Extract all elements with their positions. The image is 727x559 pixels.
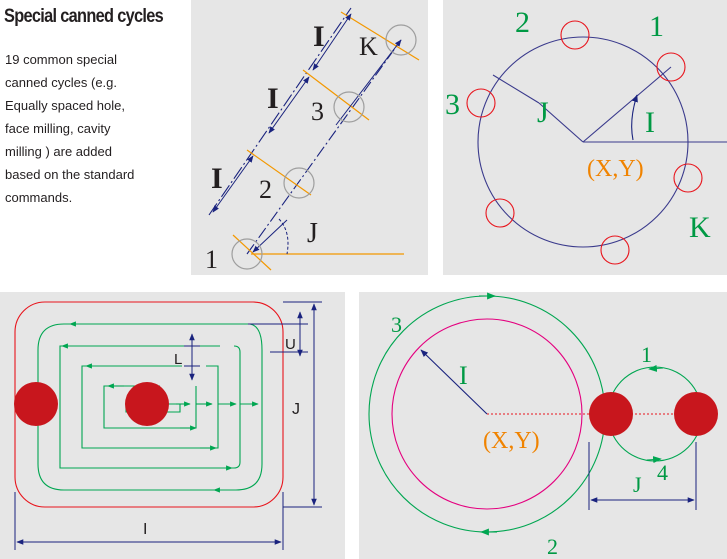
extension-line (302, 69, 370, 121)
description-line: milling ) are added (5, 144, 112, 159)
tool-retract (674, 392, 718, 436)
radius-arrow (420, 349, 488, 415)
label-i: I (459, 361, 468, 390)
hole-1 (231, 238, 263, 270)
pitch-arrow (268, 76, 310, 134)
angle-arrow (631, 94, 638, 141)
description-line: face milling, cavity (5, 121, 111, 136)
label-center: (X,Y) (483, 428, 540, 454)
angle-arc (278, 218, 289, 255)
label-u: U (285, 336, 296, 353)
radius-line-to-hole (492, 74, 540, 104)
hole-2 (560, 20, 590, 50)
direction-arrow (646, 456, 662, 464)
hole-4 (485, 198, 515, 228)
label-k: K (359, 32, 378, 61)
label-i-top: I (313, 20, 325, 53)
label-i: I (645, 106, 655, 139)
description-line: commands. (5, 190, 73, 205)
circle-milling-panel: 3 I (X,Y) 1 4 J 2 (359, 292, 727, 559)
tool-start (589, 392, 633, 436)
description-line: canned cycles (e.g. (5, 75, 118, 90)
label-i-bottom: I (211, 162, 223, 195)
hole-2 (283, 167, 315, 199)
tool-path-ring (81, 365, 219, 449)
start-angle-line (582, 66, 672, 143)
description: 19 common special canned cycles (e.g. Eq… (5, 48, 185, 209)
label-hole-2: 2 (515, 6, 530, 39)
line-pattern-diagram: I I I K 3 2 1 J (205, 7, 420, 274)
label-j: J (633, 472, 642, 497)
j-arrow (252, 219, 288, 253)
label-path-2: 2 (547, 534, 558, 559)
label-hole-1: 1 (205, 245, 218, 274)
label-hole-2: 2 (259, 175, 272, 204)
circle-pattern-panel: 1 2 3 J I (X,Y) K (443, 0, 727, 275)
pocket-panel: L U J I (0, 292, 345, 559)
extension-line (340, 11, 420, 61)
pocket-diagram: L U J I (14, 301, 322, 550)
pitch-arrow (312, 13, 352, 71)
intro-section: Special canned cycles 19 common special … (0, 0, 190, 275)
label-i: I (143, 521, 147, 538)
line-pattern-panel: I I I K 3 2 1 J (191, 0, 428, 275)
label-path-4: 4 (657, 460, 668, 485)
tool-entry-left (14, 382, 58, 426)
radius-line (538, 102, 584, 143)
direction-arrow (648, 364, 664, 372)
description-line: 19 common special (5, 52, 117, 67)
finished-circle (391, 318, 583, 510)
hole-6 (673, 163, 703, 193)
label-j: J (537, 96, 549, 129)
tool-center (125, 382, 169, 426)
label-hole-3: 3 (311, 97, 324, 126)
label-path-3: 3 (391, 312, 402, 337)
hole-3 (333, 91, 365, 123)
label-j: J (307, 218, 318, 249)
tool-path-ring (37, 323, 263, 491)
hole-center-line (246, 39, 402, 255)
circle-milling-diagram: 3 I (X,Y) 1 4 J 2 (368, 292, 718, 559)
label-l: L (174, 351, 182, 368)
tool-path-ring (59, 345, 241, 469)
pitch-dimension-line (208, 7, 352, 216)
label-path-1: 1 (641, 342, 652, 367)
label-k: K (689, 211, 711, 244)
hole-3 (466, 88, 496, 118)
label-hole-1: 1 (649, 10, 664, 43)
description-line: Equally spaced hole, (5, 98, 125, 113)
label-hole-3: 3 (445, 88, 460, 121)
page-title: Special canned cycles (4, 6, 164, 27)
hole-1 (656, 52, 686, 82)
label-center: (X,Y) (587, 156, 644, 182)
label-i-mid: I (267, 82, 279, 115)
circle-pattern-diagram: 1 2 3 J I (X,Y) K (445, 6, 727, 265)
label-j: J (292, 401, 300, 418)
k-arrow (335, 39, 402, 126)
hole-k (385, 24, 417, 56)
description-line: based on the standard (5, 167, 135, 182)
hole-5 (600, 235, 630, 265)
extension-line (246, 149, 312, 196)
pitch-arrow (212, 155, 254, 213)
